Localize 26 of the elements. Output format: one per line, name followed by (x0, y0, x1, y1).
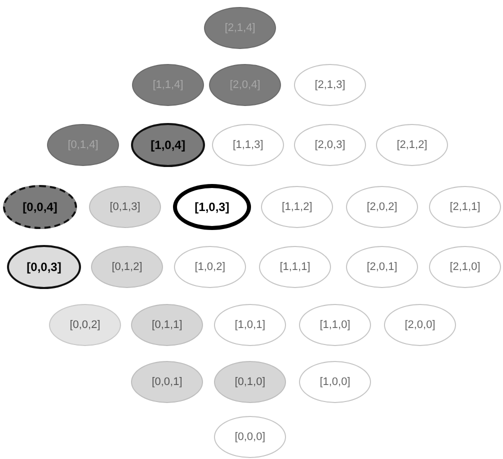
state-ellipse: [1,0,1] (214, 304, 286, 346)
state-ellipse: [0,1,0] (214, 361, 286, 403)
state-ellipse: [2,1,1] (429, 186, 501, 228)
state-ellipse: [2,0,0] (384, 304, 456, 346)
state-ellipse: [1,0,4] (131, 123, 205, 167)
state-ellipse: [2,0,1] (346, 246, 418, 288)
state-ellipse: [2,0,2] (346, 186, 418, 228)
state-ellipse: [0,0,1] (131, 361, 203, 403)
state-ellipse: [1,0,0] (299, 361, 371, 403)
state-ellipse: [0,0,4] (3, 185, 77, 229)
state-ellipse: [0,1,1] (131, 304, 203, 346)
state-ellipse: [1,1,1] (259, 246, 331, 288)
state-ellipse: [2,0,3] (294, 124, 366, 166)
state-ellipse: [2,1,0] (429, 246, 501, 288)
state-ellipse: [0,1,2] (91, 246, 163, 288)
state-ellipse: [1,0,2] (174, 246, 246, 288)
state-ellipse: [1,1,0] (299, 304, 371, 346)
state-ellipse: [1,1,3] (212, 124, 284, 166)
state-ellipse: [1,0,3] (173, 184, 251, 230)
state-ellipse: [2,1,2] (376, 124, 448, 166)
state-ellipse: [0,0,0] (214, 416, 286, 458)
state-ellipse: [2,1,3] (294, 64, 366, 106)
state-ellipse: [0,0,2] (49, 304, 121, 346)
state-ellipse: [0,0,3] (7, 245, 81, 289)
state-ellipse: [1,1,2] (261, 186, 333, 228)
state-ellipse: [0,1,3] (89, 186, 161, 228)
